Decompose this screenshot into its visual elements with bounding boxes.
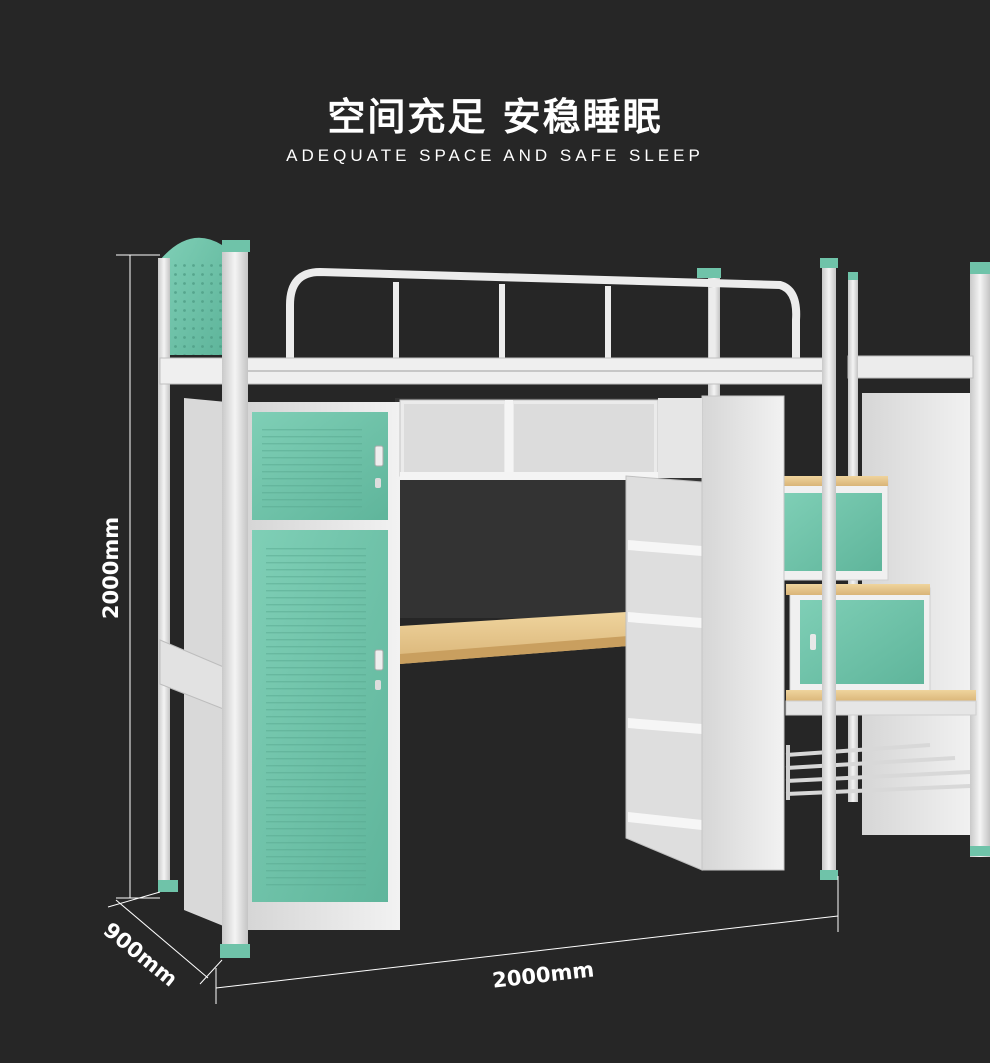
page-subtitle: ADEQUATE SPACE AND SAFE SLEEP bbox=[286, 146, 704, 165]
front-frame bbox=[159, 240, 838, 958]
depth-dimension-label: 900mm bbox=[99, 918, 182, 992]
bookshelf bbox=[625, 395, 785, 871]
upper-shelves bbox=[399, 399, 659, 480]
page-title: 空间充足 安稳睡眠 bbox=[327, 95, 663, 139]
width-dimension-label: 2000mm bbox=[491, 957, 595, 992]
height-dimension-label: 2000mm bbox=[99, 517, 123, 619]
wardrobe bbox=[184, 398, 400, 936]
dimension-lines bbox=[107, 254, 839, 1004]
